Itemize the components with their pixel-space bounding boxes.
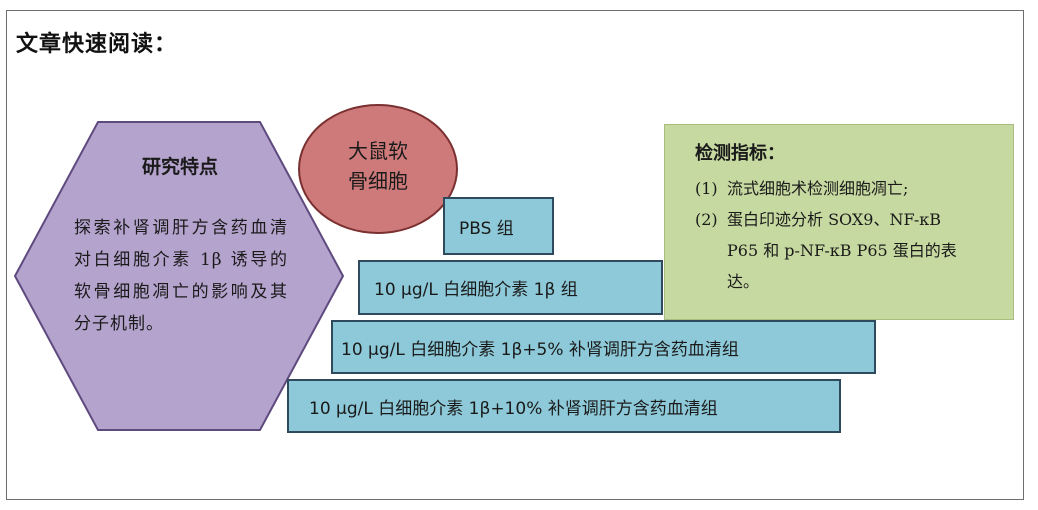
metric-number: (2) xyxy=(695,210,718,229)
group-box-il1b: 10 μg/L 白细胞介素 1β 组 xyxy=(358,260,663,315)
metric-item: (2) 蛋白印迹分析 SOX9、NF-κB P65 和 p-NF-κB P65 蛋… xyxy=(695,204,1005,297)
cell-source-line-1: 大鼠软 xyxy=(348,139,408,163)
cell-source-label: 大鼠软 骨细胞 xyxy=(300,136,456,196)
research-features-title: 研究特点 xyxy=(141,156,218,178)
group-box-pbs: PBS 组 xyxy=(443,197,554,255)
metric-number: (1) xyxy=(695,179,718,198)
metrics-title: 检测指标： xyxy=(695,143,785,164)
metric-text: 流式细胞术检测细胞凋亡; xyxy=(727,179,909,198)
metric-text-continued: 达。 xyxy=(727,272,760,291)
group-box-il1b-5pct-serum: 10 μg/L 白细胞介素 1β+5% 补肾调肝方含药血清组 xyxy=(331,320,876,374)
metrics-box: 检测指标： (1) 流式细胞术检测细胞凋亡; (2) 蛋白印迹分析 SOX9、NF-… xyxy=(664,124,1014,320)
research-features-body: 探索补肾调肝方含药血清对白细胞介素 1β 诱导的软骨细胞凋亡的影响及其分子机制。 xyxy=(74,218,288,334)
group-box-il1b-10pct-serum: 10 μg/L 白细胞介素 1β+10% 补肾调肝方含药血清组 xyxy=(287,379,841,433)
metric-text: 蛋白印迹分析 SOX9、NF-κB xyxy=(727,210,942,229)
cell-source-line-2: 骨细胞 xyxy=(348,169,408,193)
research-features-hexagon xyxy=(13,121,345,431)
page-heading: 文章快速阅读： xyxy=(16,32,178,57)
cell-source-circle: 大鼠软 骨细胞 xyxy=(298,104,458,234)
metric-text-continued: P65 和 p-NF-κB P65 蛋白的表 xyxy=(727,241,957,260)
metric-item: (1) 流式细胞术检测细胞凋亡; xyxy=(695,173,1005,204)
